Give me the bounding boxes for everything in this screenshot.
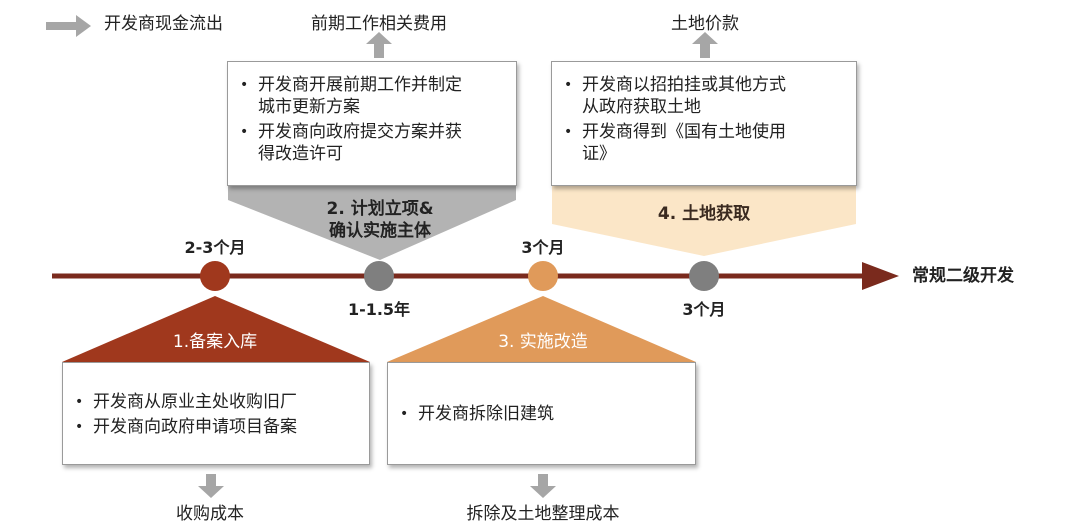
stage-3-outflow-label: 拆除及土地整理成本 [466, 504, 620, 524]
list-item: •开发商向政府申请项目备案 [75, 417, 297, 437]
stage-3-duration: 3个月 [521, 238, 565, 257]
stage-1-outflow-label: 收购成本 [176, 504, 244, 524]
stage-2-box: •开发商开展前期工作并制定城市更新方案 •开发商向政府提交方案并获得改造许可 [227, 61, 517, 186]
stage-2-title: 2. 计划立项&确认实施主体 [326, 199, 434, 241]
stage-4-node [689, 261, 719, 291]
list-item: •开发商开展前期工作并制定城市更新方案 [240, 75, 462, 117]
list-item: •开发商从原业主处收购旧厂 [75, 392, 297, 412]
legend-arrow-icon [46, 15, 91, 37]
stage-3-box: •开发商拆除旧建筑 [387, 362, 696, 465]
list-item: •开发商以招拍挂或其他方式从政府获取土地 [564, 75, 786, 117]
stage-2-node [364, 261, 394, 291]
list-item: •开发商拆除旧建筑 [400, 404, 554, 424]
stage-1-box: •开发商从原业主处收购旧厂 •开发商向政府申请项目备案 [62, 362, 370, 465]
stage-3-banner [387, 296, 696, 362]
axis-label: 常规二级开发 [912, 266, 1014, 286]
list-item: •开发商得到《国有土地使用证》 [564, 122, 786, 164]
stage-2-duration: 1-1.5年 [347, 300, 411, 319]
stage-4-title: 4. 土地获取 [657, 204, 751, 224]
stage-1-outflow-arrow-icon [198, 474, 224, 498]
stage-2-banner [228, 186, 516, 260]
stage-1-duration: 2-3个月 [184, 238, 246, 257]
stage-2-outflow-label: 前期工作相关费用 [311, 14, 447, 34]
legend-label: 开发商现金流出 [104, 14, 223, 34]
list-item: •开发商向政府提交方案并获得改造许可 [240, 122, 462, 164]
stage-3-title: 3. 实施改造 [498, 332, 588, 352]
stage-4-box: •开发商以招拍挂或其他方式从政府获取土地 •开发商得到《国有土地使用证》 [551, 61, 857, 186]
stage-1-banner [62, 296, 370, 362]
stage-2-outflow-arrow-icon [366, 32, 392, 58]
stage-4-duration: 3个月 [682, 300, 726, 319]
stage-1-node [200, 261, 230, 291]
stage-4-outflow-arrow-icon [692, 32, 718, 58]
stage-4-outflow-label: 土地价款 [671, 14, 739, 34]
stage-4-banner [552, 186, 856, 256]
timeline-arrowhead-icon [862, 262, 899, 290]
stage-1-title: 1.备案入库 [172, 332, 258, 352]
stage-3-node [528, 261, 558, 291]
stage-3-outflow-arrow-icon [530, 474, 556, 498]
